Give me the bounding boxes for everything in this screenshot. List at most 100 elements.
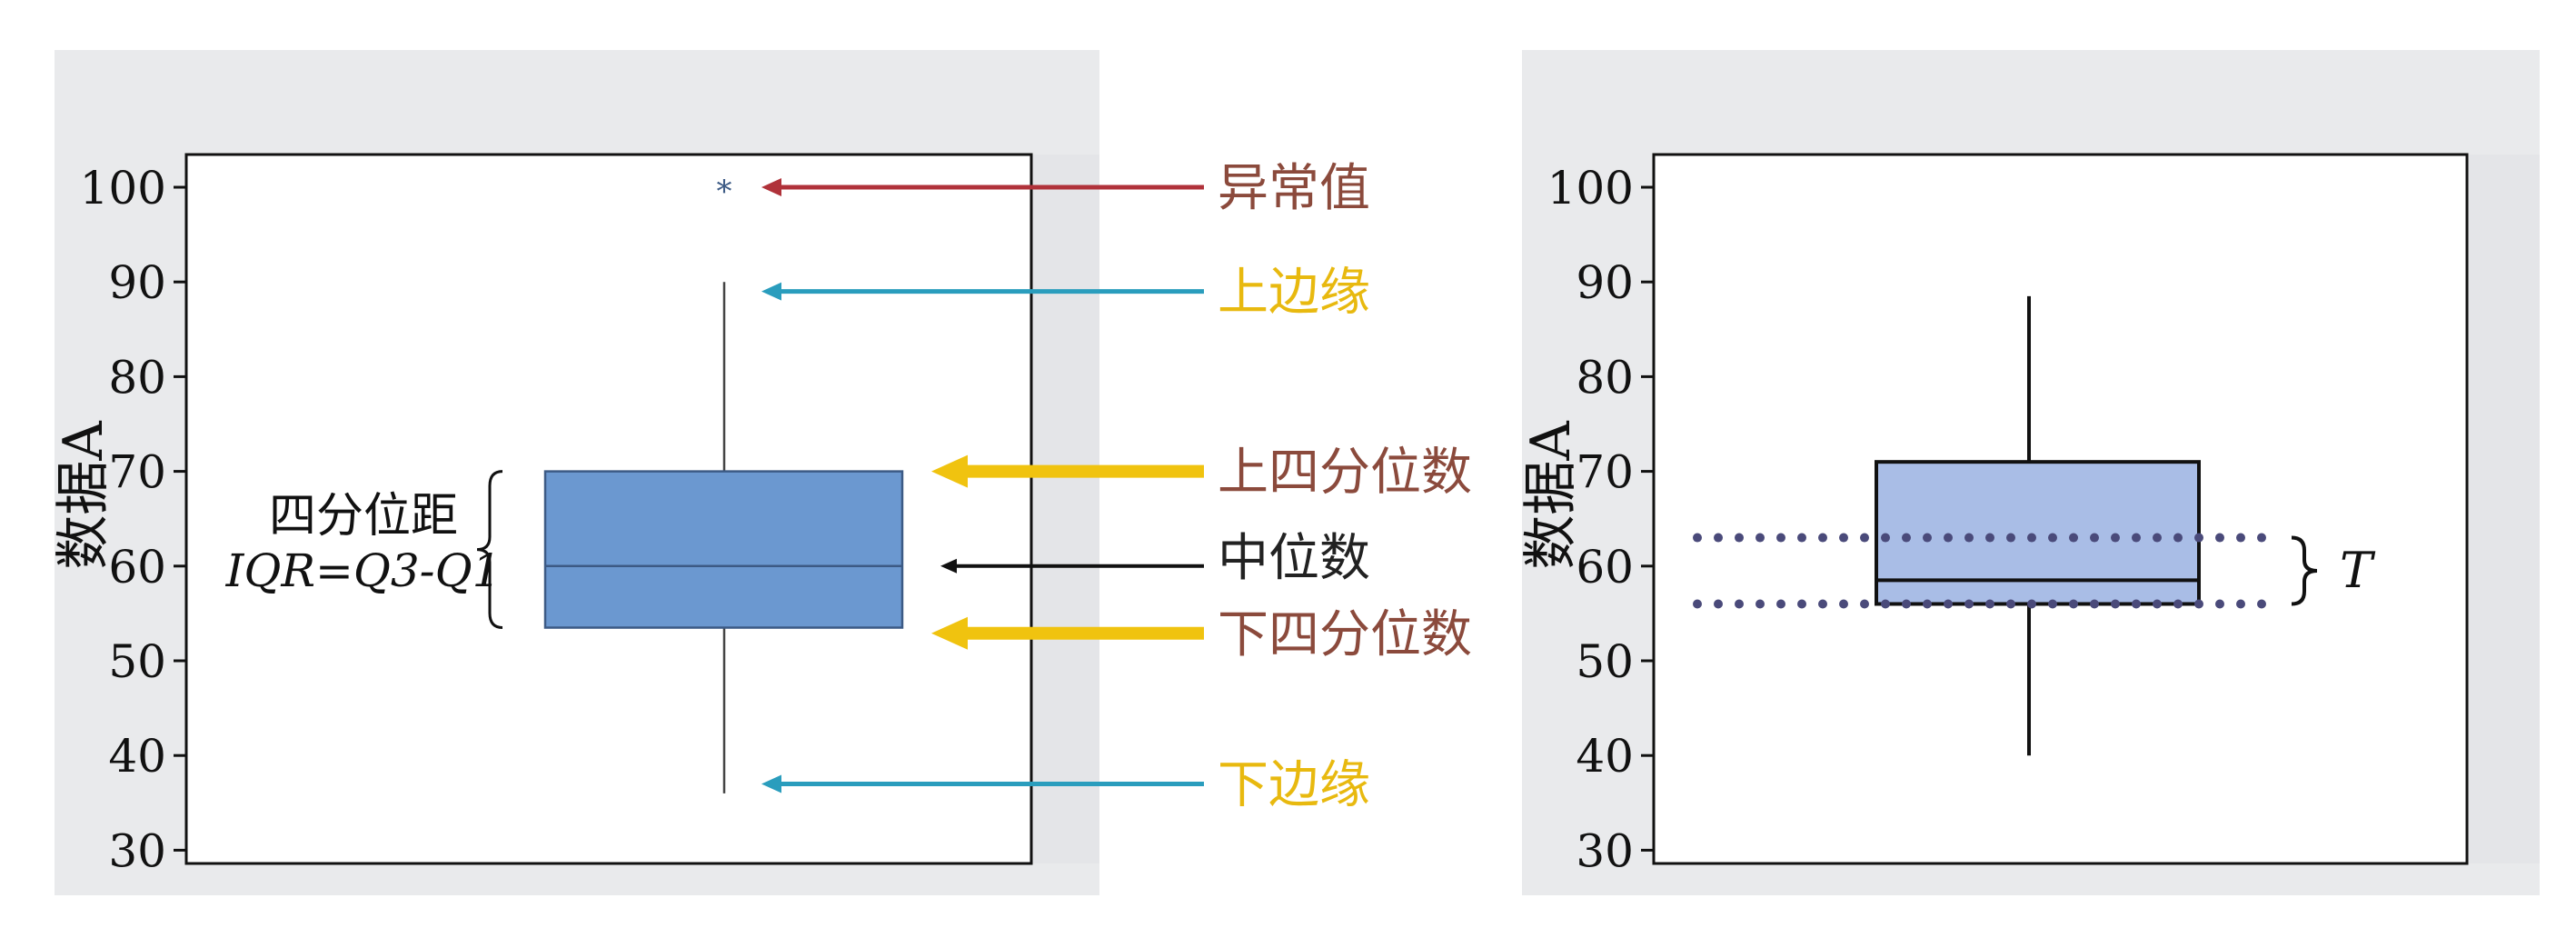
right-box-elements: T xyxy=(1693,295,2376,756)
iqr-label-title: 四分位距 xyxy=(269,489,458,544)
q3-arrow-head xyxy=(931,454,968,488)
left-box-iqr xyxy=(543,470,904,629)
right-dotted-line-dot xyxy=(2236,599,2245,609)
right-dotted-line-dot xyxy=(2006,599,2015,609)
right-y-axis: 30 40 50 60 70 80 90 100 xyxy=(1547,162,1654,877)
right-dotted-line-dot xyxy=(1944,533,1953,543)
right-y-tick-label: 100 xyxy=(1547,162,1634,215)
q1-arrow-head xyxy=(931,616,968,650)
right-dotted-line-dot xyxy=(1714,533,1723,543)
right-dotted-line-dot xyxy=(2027,599,2036,609)
left-y-tick-label: 100 xyxy=(80,162,166,215)
left-y-axis-label: 数据A xyxy=(52,421,115,570)
upper-whisker-label: 上边缘 xyxy=(1218,264,1370,323)
right-dotted-line-dot xyxy=(2215,533,2224,543)
right-y-axis-label: 数据A xyxy=(1519,421,1583,570)
outlier-arrow-head xyxy=(761,178,781,196)
right-y-tick-label: 50 xyxy=(1576,635,1634,688)
right-dotted-line-dot xyxy=(1839,533,1848,543)
left-y-tick-label: 90 xyxy=(108,256,166,309)
right-dotted-line-dot xyxy=(1693,599,1702,609)
right-dotted-line-dot xyxy=(2236,533,2245,543)
right-dotted-line-dot xyxy=(2048,599,2057,609)
right-dotted-line-dot xyxy=(2215,599,2224,609)
right-dotted-line-dot xyxy=(1797,533,1806,543)
left-y-tick-label: 60 xyxy=(108,541,166,594)
right-dotted-line-dot xyxy=(1693,533,1702,543)
right-dotted-line-dot xyxy=(1755,533,1765,543)
right-dotted-line-dot xyxy=(2090,533,2099,543)
median-arrow-head xyxy=(940,558,957,574)
right-dotted-line-dot xyxy=(2111,533,2120,543)
right-dotted-line-dot xyxy=(1902,533,1911,543)
right-y-tick-label: 40 xyxy=(1576,730,1634,783)
right-dotted-line-dot xyxy=(2132,533,2141,543)
left-y-axis: 30 40 50 60 70 80 90 100 xyxy=(80,162,186,877)
right-dotted-line-dot xyxy=(1923,533,1932,543)
right-dotted-line-dot xyxy=(2132,599,2141,609)
left-outlier-point: * xyxy=(717,174,732,210)
right-y-tick-label: 30 xyxy=(1576,824,1634,877)
right-dotted-line-dot xyxy=(1818,599,1827,609)
right-dotted-line-dot xyxy=(2153,533,2162,543)
q3-label: 上四分位数 xyxy=(1218,444,1472,503)
right-dotted-line-dot xyxy=(1985,533,1994,543)
right-dotted-line-dot xyxy=(2194,599,2203,609)
lower-whisker-label: 下边缘 xyxy=(1218,755,1370,814)
right-dotted-line-dot xyxy=(1985,599,1994,609)
left-y-tick-label: 40 xyxy=(108,730,166,783)
right-dotted-line-dot xyxy=(1860,599,1869,609)
right-dotted-line-dot xyxy=(1776,599,1785,609)
right-panel-right-strip xyxy=(2467,155,2540,863)
left-panel-right-strip xyxy=(1031,155,1099,863)
right-dotted-line-dot xyxy=(2006,533,2015,543)
right-dotted-line-dot xyxy=(2090,599,2099,609)
right-dotted-line-dot xyxy=(1881,533,1890,543)
right-dotted-line-dot xyxy=(1964,533,1974,543)
right-dotted-line-dot xyxy=(1818,533,1827,543)
right-dotted-line-dot xyxy=(1944,599,1953,609)
threshold-label: T xyxy=(2340,542,2376,599)
iqr-label-formula: IQR=Q3-Q1 xyxy=(225,544,502,597)
q1-label: 下四分位数 xyxy=(1218,605,1472,664)
right-dotted-line-dot xyxy=(2069,533,2078,543)
right-dotted-line-dot xyxy=(2257,533,2266,543)
right-y-tick-label: 90 xyxy=(1576,256,1634,309)
right-dotted-line-dot xyxy=(1881,599,1890,609)
right-dotted-line-dot xyxy=(1735,533,1744,543)
right-y-tick-label: 70 xyxy=(1576,446,1634,499)
threshold-brace xyxy=(2291,535,2318,606)
right-dotted-line-dot xyxy=(1714,599,1723,609)
right-y-tick-label: 80 xyxy=(1576,351,1634,404)
median-label: 中位数 xyxy=(1218,529,1370,588)
right-dotted-line-dot xyxy=(2048,533,2057,543)
right-box-iqr xyxy=(1875,460,2201,606)
right-dotted-line-dot xyxy=(2069,599,2078,609)
iqr-brace xyxy=(476,470,503,630)
right-dotted-line-dot xyxy=(2027,533,2036,543)
right-dotted-line-dot xyxy=(2153,599,2162,609)
left-y-tick-label: 70 xyxy=(108,446,166,499)
right-boxplot-panel: 30 40 50 60 70 80 90 100 数据A T xyxy=(1519,50,2540,895)
right-dotted-line-dot xyxy=(1797,599,1806,609)
right-dotted-line-dot xyxy=(2173,599,2183,609)
right-dotted-line-dot xyxy=(1860,533,1869,543)
right-dotted-line-dot xyxy=(1902,599,1911,609)
right-dotted-line-dot xyxy=(1755,599,1765,609)
lower-whisker-arrow-head xyxy=(761,774,781,793)
left-y-tick-label: 30 xyxy=(108,824,166,877)
right-y-tick-label: 60 xyxy=(1576,541,1634,594)
right-dotted-line-dot xyxy=(1735,599,1744,609)
left-y-tick-label: 80 xyxy=(108,351,166,404)
right-dotted-line-dot xyxy=(1964,599,1974,609)
right-dotted-line-dot xyxy=(1923,599,1932,609)
right-dotted-line-dot xyxy=(2111,599,2120,609)
outlier-label: 异常值 xyxy=(1218,159,1370,218)
right-dotted-line-dot xyxy=(1839,599,1848,609)
upper-whisker-arrow-head xyxy=(761,282,781,301)
left-y-tick-label: 50 xyxy=(108,635,166,688)
